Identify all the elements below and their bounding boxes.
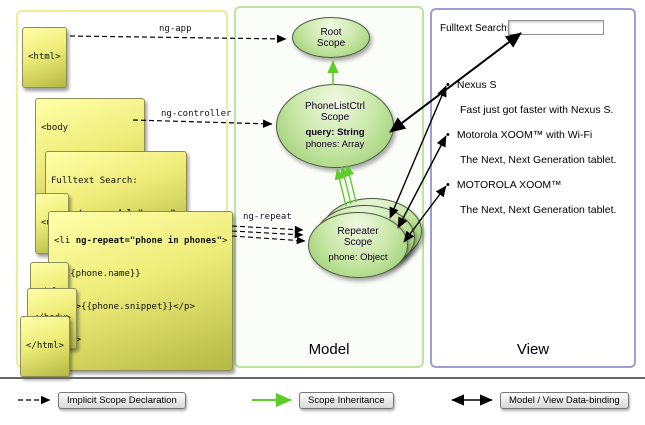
code-line: <body [41,123,69,133]
code-fragment: <li [54,236,76,246]
bullet-icon: • [446,178,450,191]
model-column-label: Model [308,341,350,358]
code-line: </html> [26,341,64,351]
list-item-desc: The Next, Next Generation tablet. [446,197,632,222]
repeater-scope-ellipse-front: Repeater Scope phone: Object [308,212,408,278]
list-item-title: • Motorola XOOM™ with Wi-Fi [446,122,632,147]
item-title: Nexus S [456,78,497,91]
code-line: Fulltext Search: [51,176,138,186]
root-scope-label: Root Scope [316,26,346,49]
list-item-title: • MOTOROLA XOOM™ [446,172,632,197]
scope-prop-phone: phone: Object [328,252,388,263]
item-desc: Fast just got faster with Nexus S. [460,103,614,116]
item-desc: The Next, Next Generation tablet. [460,203,617,216]
scope-prop-phones: phones: Array [305,139,365,150]
code-line: <html> [28,52,61,62]
item-title: Motorola XOOM™ with Wi-Fi [456,128,593,141]
list-item-title: • Nexus S [446,72,632,97]
model-column: Model [234,6,424,368]
repeater-scope-label: Repeater Scope [337,226,379,248]
code-html-close: </html> [20,316,70,377]
legend-data-binding: Model / View Data-binding [500,392,629,409]
ng-app-label: ng-app [156,24,195,34]
code-fragment: > [222,236,228,246]
phonelistctrl-scope-ellipse: PhoneListCtrl Scope query: String phones… [276,84,394,168]
bullet-icon: • [446,78,450,91]
item-desc: The Next, Next Generation tablet. [460,153,617,166]
code-html-open: <html> [22,27,67,88]
legend-implicit-scope: Implicit Scope Declaration [58,392,186,409]
ng-repeat-label: ng-repeat [240,212,295,222]
code-line: <p>{{phone.snippet}}</p> [54,302,195,312]
list-item-desc: Fast just got faster with Nexus S. [446,97,632,122]
view-search-label: Fulltext Search: [440,23,510,34]
scope-prop-query: query: String [305,127,365,138]
code-fragment: ng-repeat="phone in phones" [75,236,222,246]
code-line: <li ng-repeat="phone in phones"> [54,236,227,247]
item-title: MOTOROLA XOOM™ [456,178,562,191]
code-line: {{phone.name}} [54,269,141,279]
fulltext-search-input[interactable] [508,20,604,35]
list-item-desc: The Next, Next Generation tablet. [446,147,632,172]
root-scope-ellipse: Root Scope [292,17,370,58]
legend-scope-inheritance: Scope Inheritance [299,392,394,409]
phonelistctrl-scope-label: PhoneListCtrl Scope [304,101,366,123]
legend-separator [0,377,645,379]
ng-controller-label: ng-controller [158,109,235,119]
view-phone-list: • Nexus S Fast just got faster with Nexus… [446,72,632,222]
code-line: </li> [54,335,227,346]
bullet-icon: • [446,128,450,141]
code-li-repeat: <li ng-repeat="phone in phones"> {{phone… [48,211,234,371]
view-column-label: View [516,341,550,358]
